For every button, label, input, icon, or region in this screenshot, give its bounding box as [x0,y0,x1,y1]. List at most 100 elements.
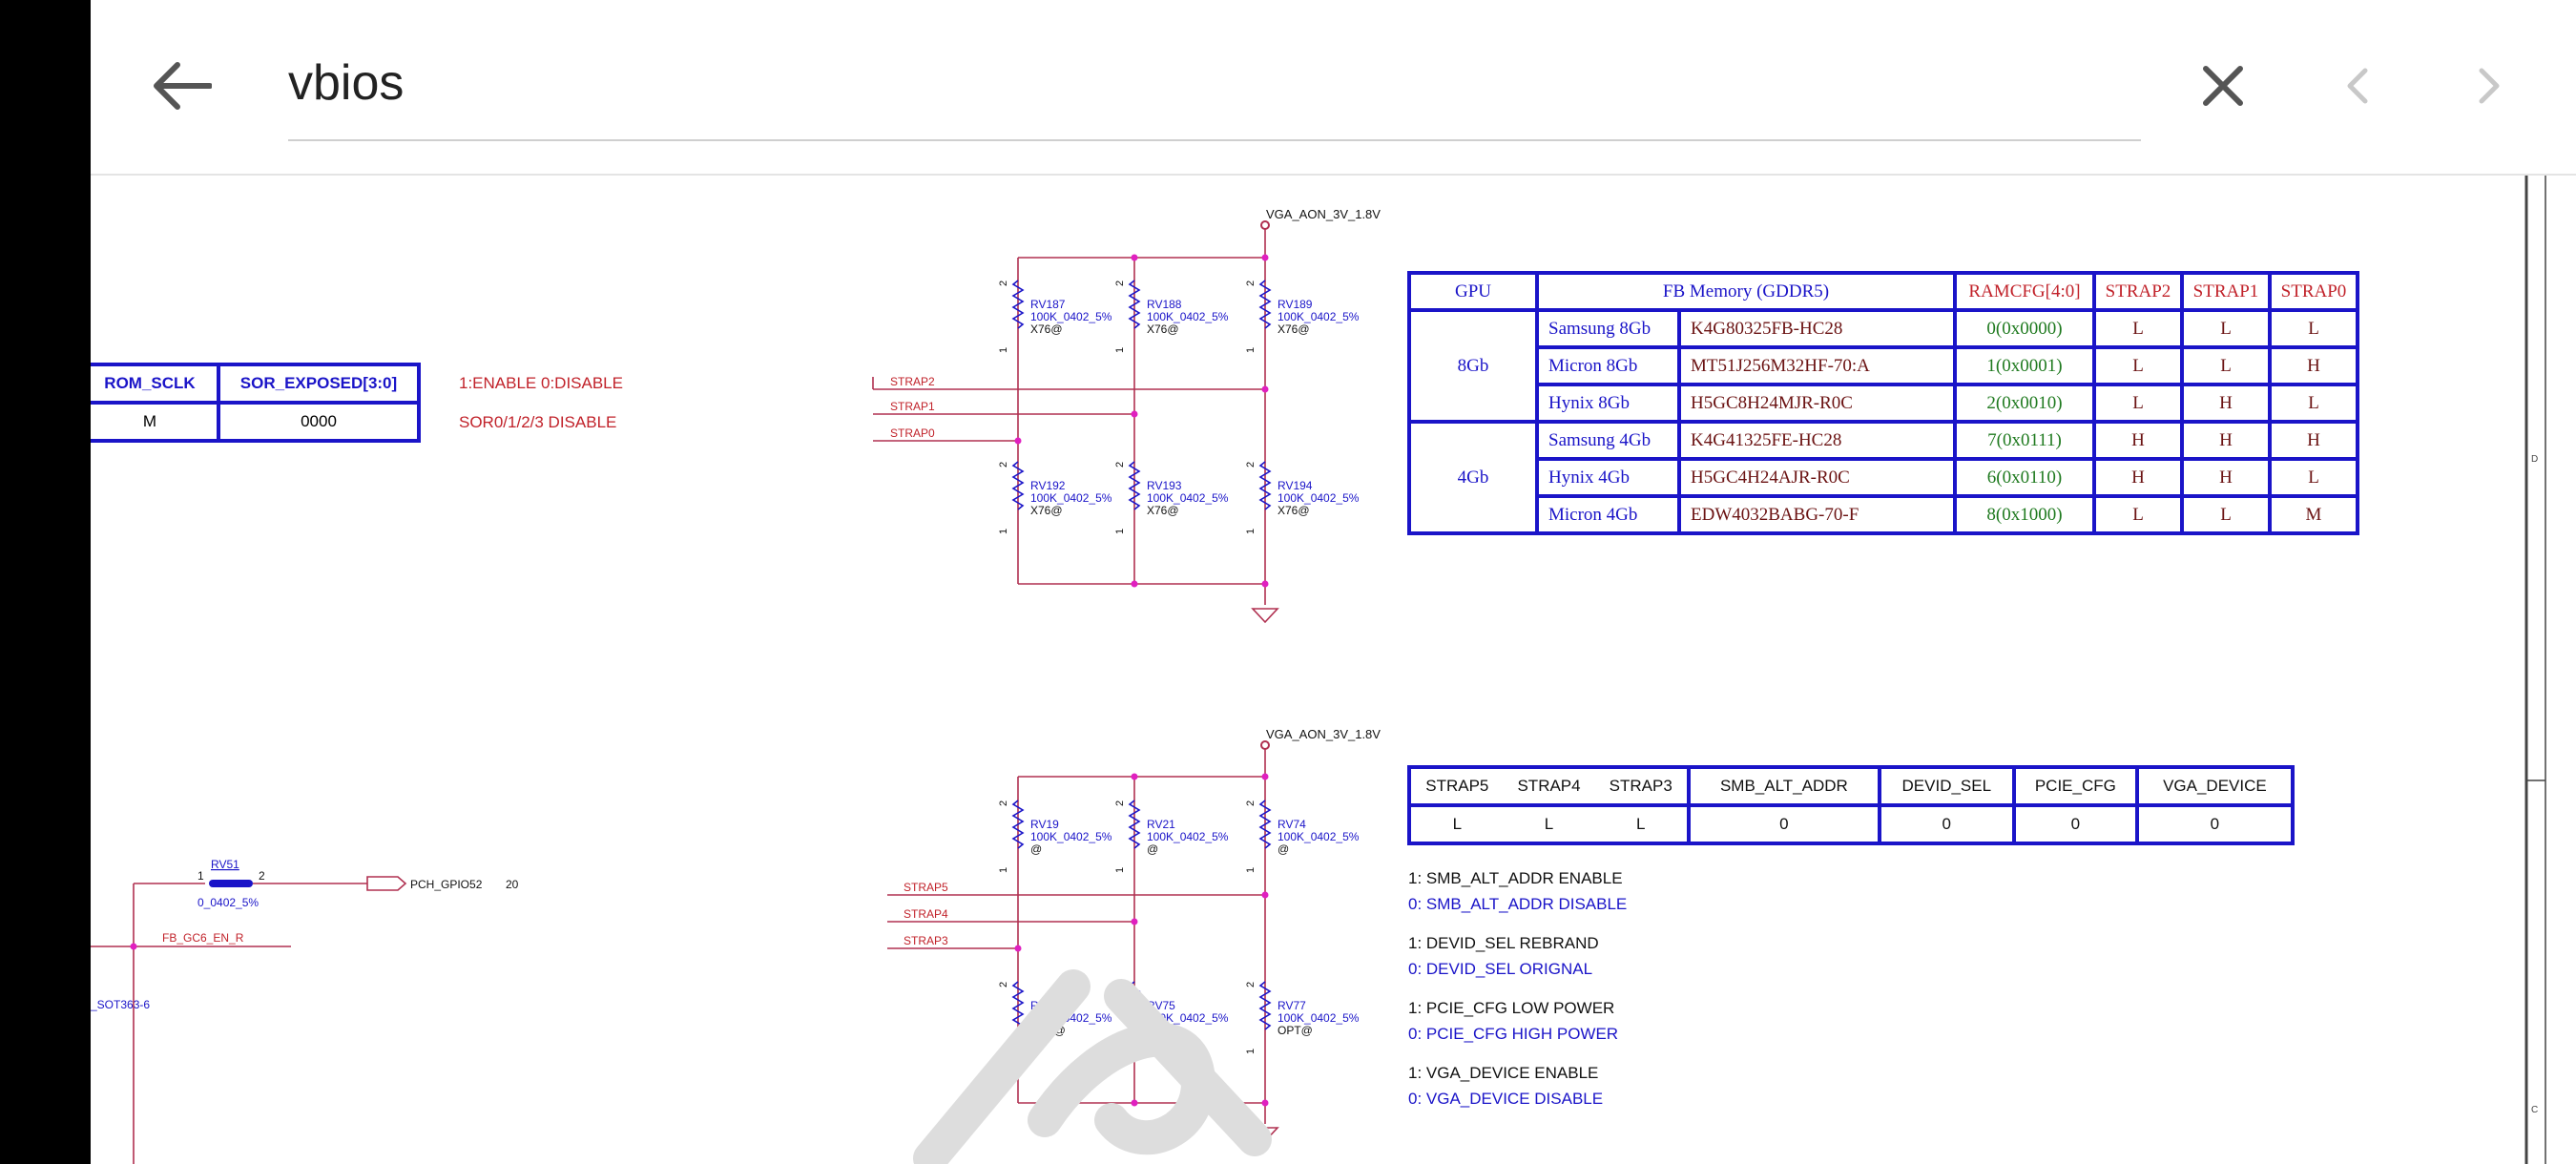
svg-text:2: 2 [998,281,1009,286]
strap-note-disable: 0: VGA_DEVICE DISABLE [1408,1090,1604,1108]
resistor-value: 0_0402_5% [197,896,259,909]
pin-number: 2 [259,869,265,883]
svg-text:2: 2 [1245,281,1257,286]
search-underline [288,139,2141,141]
table-cell: Hynix 4Gb [1535,457,1681,498]
net-label: FB_GC6_EN_R [162,931,244,945]
table-cell: L [2268,383,2359,424]
svg-text:1: 1 [998,347,1009,353]
resistor-option: X76@ [1147,504,1179,517]
svg-text:1: 1 [1245,347,1257,353]
strap-note-disable: 0: SMB_ALT_ADDR DISABLE [1408,895,1628,913]
svg-text:2: 2 [1114,281,1126,286]
table-header: VGA_DEVICE [2134,765,2296,807]
svg-text:2: 2 [1245,982,1257,987]
resistor-ref: RV188 [1147,298,1182,311]
previous-result-button[interactable] [2323,52,2390,119]
resistor-value: 100K_0402_5% [1278,310,1360,323]
table-cell: L [1594,803,1692,845]
package-label: _SOT363-6 [91,998,150,1011]
resistor-option: X76@ [1030,322,1063,336]
svg-text:1: 1 [998,529,1009,534]
gpu-group-cell: 4Gb [1407,420,1539,535]
resistor-value: 100K_0402_5% [1147,830,1229,843]
table-header: SMB_ALT_ADDR [1687,765,1881,807]
net-label: STRAP1 [890,400,935,413]
gpio-resistor-circuit: RV51 1 2 0_0402_5% PCH_GPIO52 20 FB_GC6_… [91,858,519,1164]
rom-config-table: ROM_SCLK SOR_EXPOSED[3:0] M 0000 [91,363,421,443]
net-label: STRAP4 [904,907,948,921]
table-row: 8Gb Samsung 8Gb K4G80325FB-HC28 0(0x0000… [1407,308,2359,424]
table-header: PCIE_CFG [2011,765,2139,807]
resistor-value: 100K_0402_5% [1147,310,1229,323]
strap-note-enable: 1: PCIE_CFG LOW POWER [1408,999,1615,1017]
strap-note-enable: 1: DEVID_SEL REBRAND [1408,934,1599,952]
resistor-ref: RV187 [1030,298,1066,311]
table-cell: L [2092,383,2184,424]
table-cell: Samsung 8Gb [1535,308,1681,349]
border-label-d: D [2531,454,2538,465]
back-button[interactable] [143,52,219,119]
power-label: VGA_AON_3V_1.8V [1266,207,1381,221]
schematic-page[interactable]: D C VGA_AON_3V_1.8V [91,176,2576,1164]
table-header: DEVID_SEL [1877,765,2016,807]
svg-text:2: 2 [1245,800,1257,806]
watermark-graphic [913,969,1272,1164]
clear-search-button[interactable] [2190,52,2256,119]
resistor-option: @ [1147,842,1158,856]
table-row: 4Gb Samsung 4Gb K4G41325FE-HC28 7(0x0111… [1407,420,2359,535]
resistor-value: 100K_0402_5% [1147,491,1229,505]
table-cell: MT51J256M32HF-70:A [1677,345,1957,386]
table-cell: 0 [2011,803,2139,845]
table-header: STRAP5 [1407,765,1504,807]
table-header: SOR_EXPOSED[3:0] [217,363,421,405]
table-cell: H [2268,345,2359,386]
strap-note-enable: 1: SMB_ALT_ADDR ENABLE [1408,869,1623,887]
table-cell: M [91,401,220,443]
table-cell: H [2092,457,2184,498]
resistor-ref: RV189 [1278,298,1313,311]
table-cell: L [1503,803,1595,845]
search-input[interactable] [288,50,2101,116]
table-cell: 7(0x0111) [1953,420,2096,461]
table-header: STRAP0 [2268,271,2359,312]
table-header: STRAP1 [2180,271,2272,312]
resistor-option: X76@ [1030,504,1063,517]
table-cell: 0(0x0000) [1953,308,2096,349]
arrow-left-icon [154,62,212,110]
resistor-value: 100K_0402_5% [1030,491,1112,505]
net-label: STRAP2 [890,375,935,388]
table-cell: H [2180,420,2272,461]
resistor-option: @ [1278,842,1289,856]
svg-text:2: 2 [998,982,1009,987]
next-result-button[interactable] [2457,52,2524,119]
chevron-right-icon [2479,68,2500,104]
resistor-value: 100K_0402_5% [1278,830,1360,843]
page-reference: 20 [506,878,519,891]
resistor-value: 100K_0402_5% [1030,310,1112,323]
power-label: VGA_AON_3V_1.8V [1266,727,1381,741]
table-cell: H5GC8H24MJR-R0C [1677,383,1957,424]
strap-note-enable: 1: VGA_DEVICE ENABLE [1408,1064,1599,1082]
search-toolbar [91,0,2576,176]
power-port-symbol [1260,220,1270,230]
table-cell: H [2268,420,2359,461]
gpu-group-cell: 8Gb [1407,308,1539,424]
svg-text:1: 1 [1114,529,1126,534]
table-cell: Hynix 8Gb [1535,383,1681,424]
resistor-option: X76@ [1278,504,1310,517]
memory-config-table: GPU FB Memory (GDDR5) RAMCFG[4:0] STRAP2… [1407,271,2359,535]
resistor-value: 100K_0402_5% [1030,830,1112,843]
table-header: STRAP3 [1594,765,1692,807]
table-cell: 0000 [217,401,421,443]
table-header: STRAP2 [2092,271,2184,312]
table-cell: EDW4032BABG-70-F [1677,494,1957,535]
table-cell: Micron 4Gb [1535,494,1681,535]
table-cell: 1(0x0001) [1953,345,2096,386]
resistor-value: 100K_0402_5% [1278,1011,1360,1025]
table-cell: 6(0x0110) [1953,457,2096,498]
close-icon [2203,66,2243,106]
pin-number: 1 [197,869,204,883]
net-label: PCH_GPIO52 [410,878,483,891]
svg-text:2: 2 [1245,462,1257,468]
